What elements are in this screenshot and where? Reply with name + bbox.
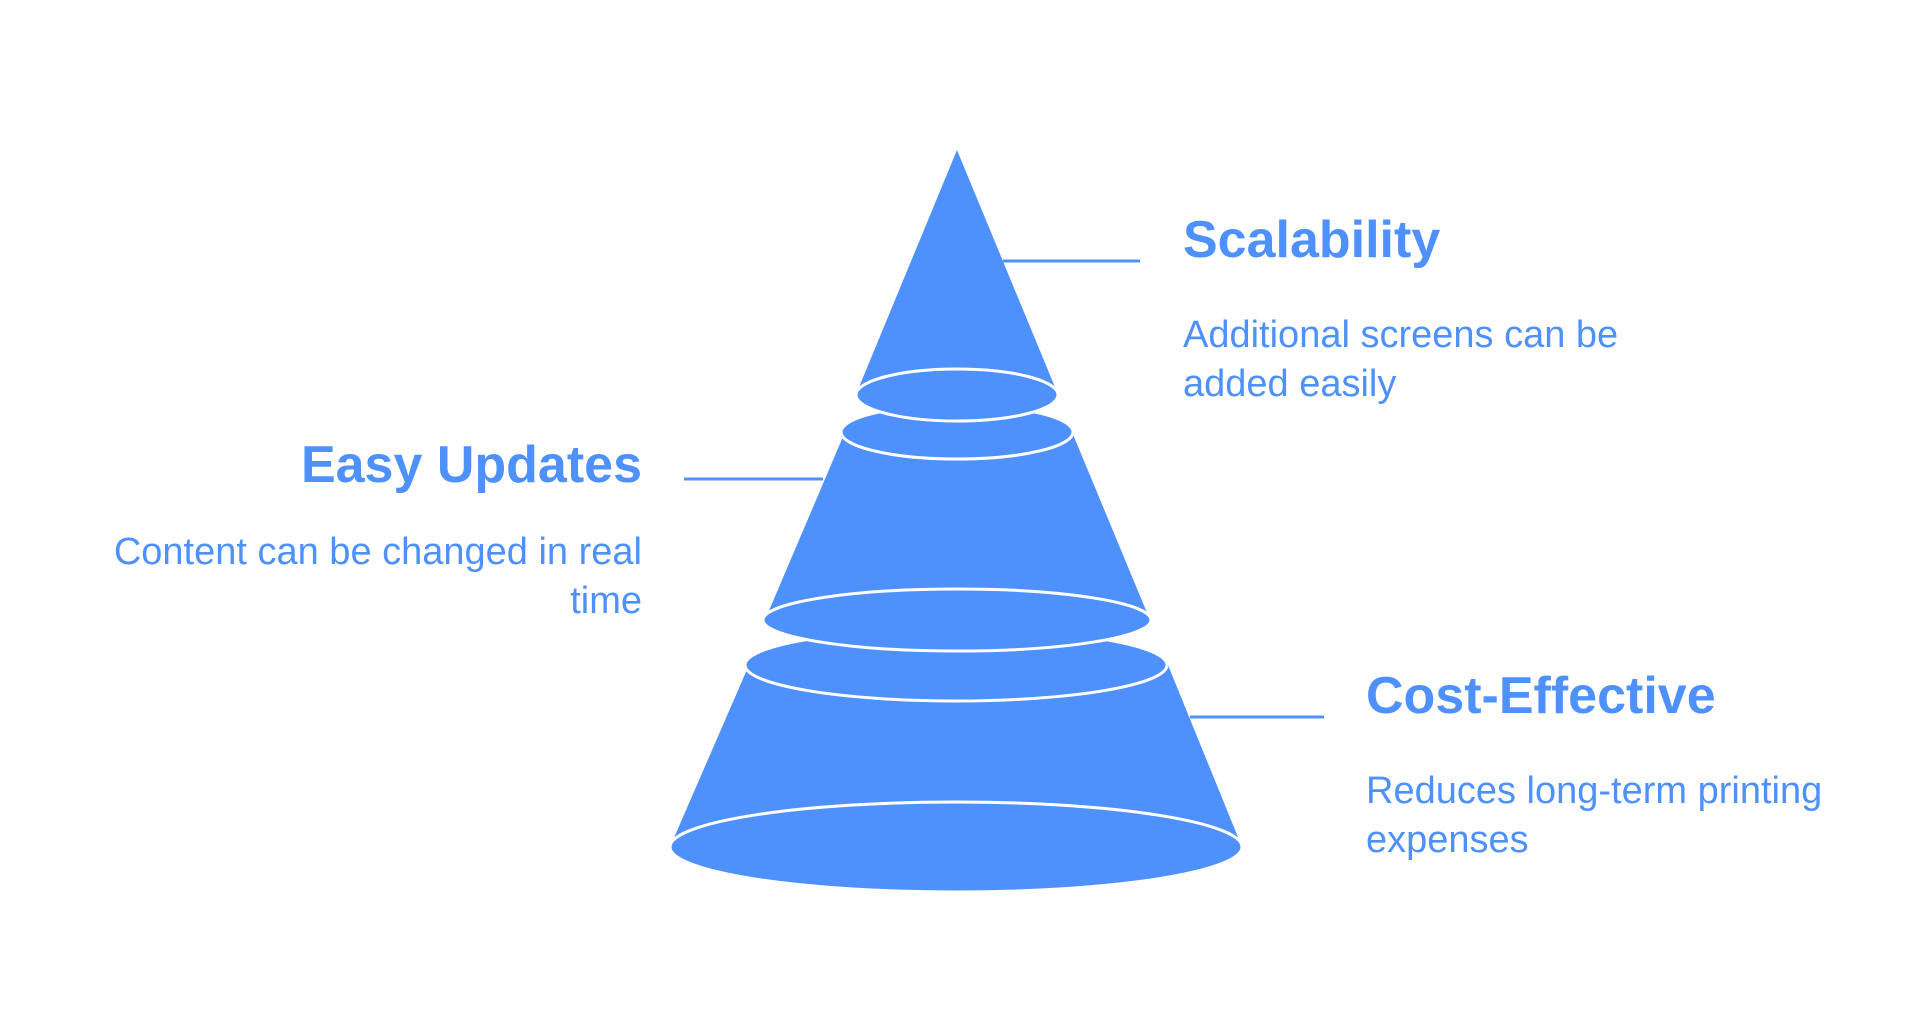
scalability-title: Scalability: [1183, 211, 1441, 269]
easy-updates-title: Easy Updates: [300, 436, 642, 494]
cone-segment-top-base: [854, 367, 1060, 423]
scalability-description: Additional screens can be added easily: [1183, 314, 1619, 405]
cone-segment-bottom: [670, 665, 1242, 847]
stacked-cone: [668, 150, 1244, 894]
cone-segment-top: [857, 150, 1057, 392]
cost-effective-title: Cost-Effective: [1366, 667, 1716, 725]
cone-segment-middle: [765, 432, 1150, 620]
easy-updates-description: Content can be changed in real time: [113, 531, 642, 622]
cost-effective-description: Reduces long-term printing expenses: [1366, 770, 1823, 861]
connector-lines: [684, 259, 1324, 719]
cone-segment-bottom-base: [668, 800, 1244, 894]
cone-segment-middle-base: [761, 587, 1153, 653]
